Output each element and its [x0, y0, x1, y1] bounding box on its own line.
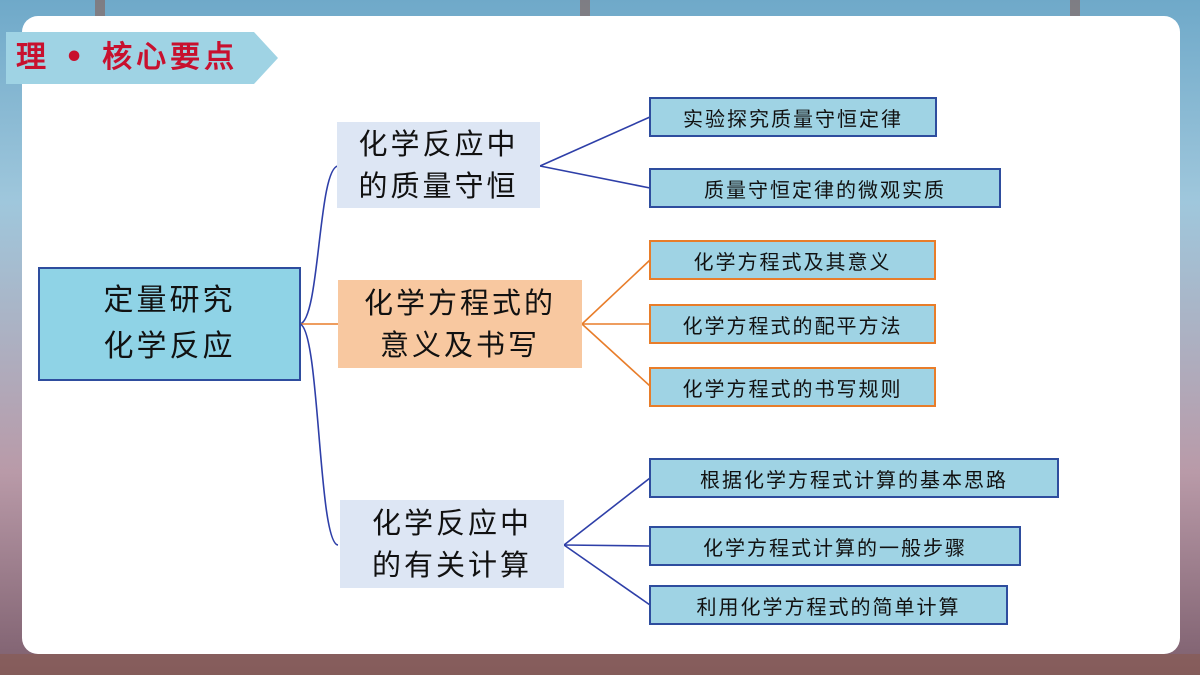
connector-branch-3-leaf-1	[563, 477, 651, 546]
leaf-node: 化学方程式的配平方法	[649, 304, 936, 344]
connector-branch-3-leaf-3	[563, 544, 651, 606]
background-floor	[0, 654, 1200, 675]
root-node: 定量研究 化学反应	[38, 267, 301, 381]
background-window-frame	[580, 0, 590, 16]
branch-node-calculation: 化学反应中 的有关计算	[340, 500, 564, 588]
leaf-node: 质量守恒定律的微观实质	[649, 168, 1001, 208]
leaf-node: 根据化学方程式计算的基本思路	[649, 458, 1059, 498]
leaf-node: 实验探究质量守恒定律	[649, 97, 937, 137]
branch-node-mass-conservation: 化学反应中 的质量守恒	[337, 122, 540, 208]
connector-branch-1-leaf-2	[539, 165, 651, 189]
leaf-node: 化学方程式的书写规则	[649, 367, 936, 407]
leaf-node: 化学方程式计算的一般步骤	[649, 526, 1021, 566]
leaf-node: 利用化学方程式的简单计算	[649, 585, 1008, 625]
connector-branch-2-leaf-3	[581, 323, 651, 387]
connector-branch-1-leaf-1	[539, 116, 651, 167]
background-window-frame	[1070, 0, 1080, 16]
background-window-frame	[95, 0, 105, 16]
leaf-node: 化学方程式及其意义	[649, 240, 936, 280]
connector-branch-3-leaf-2	[563, 544, 651, 547]
title-banner	[6, 32, 278, 84]
connector-root-branch-1	[299, 165, 339, 325]
banner-title: 理 • 核心要点	[16, 40, 239, 75]
connector-root-branch-3	[299, 323, 339, 546]
branch-node-chemical-equation: 化学方程式的 意义及书写	[338, 280, 582, 368]
connector-branch-2-leaf-1	[581, 259, 651, 325]
